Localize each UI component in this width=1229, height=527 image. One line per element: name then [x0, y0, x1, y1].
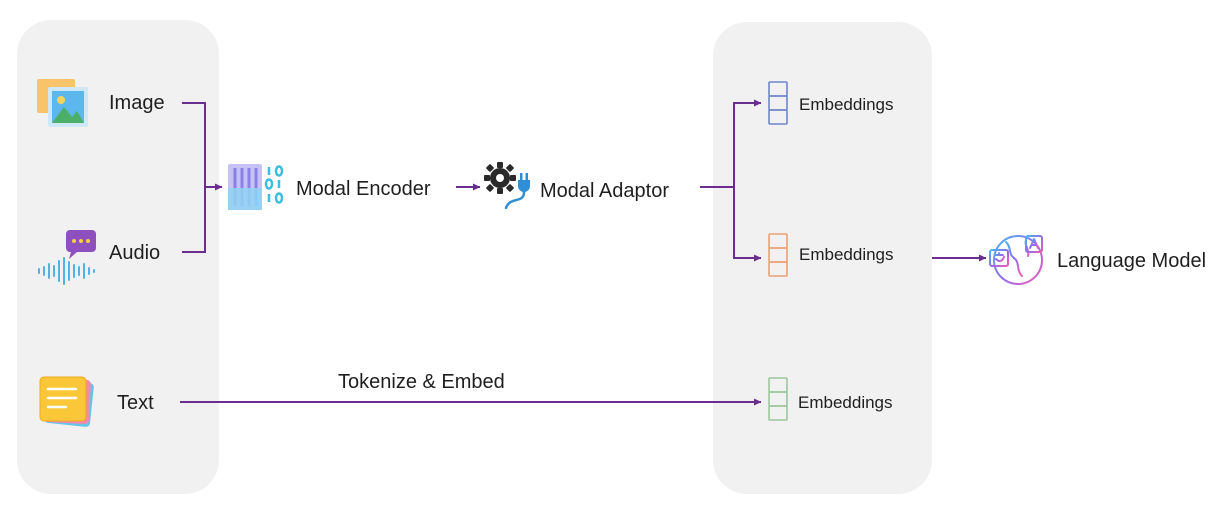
modal-encoder-label: Modal Encoder [296, 178, 431, 200]
split-to-embeddings-1-arrow [733, 99, 762, 187]
image-icon [37, 79, 88, 127]
text-label: Text [117, 392, 154, 414]
embedding-stack-icon-1 [768, 81, 788, 125]
embeddings-label-3: Embeddings [798, 393, 893, 412]
audio-label: Audio [109, 242, 161, 264]
embeddings-label-2: Embeddings [799, 245, 894, 264]
modal-adaptor-label: Modal Adaptor [540, 180, 669, 202]
encoder-icon [228, 164, 284, 210]
image-label: Image [109, 92, 165, 114]
image-to-encoder-line [182, 102, 206, 253]
tokenize-embed-label: Tokenize & Embed [338, 371, 505, 393]
translate-globe-icon [989, 235, 1043, 285]
language-model-label: Language Model [1057, 250, 1207, 272]
audio-icon [38, 230, 96, 285]
gear-plug-icon [484, 162, 530, 210]
embeddings-label-1: Embeddings [799, 95, 894, 114]
split-to-embeddings-2-arrow [733, 187, 762, 262]
embedding-stack-icon-3 [768, 377, 788, 421]
embedding-stack-icon-2 [768, 233, 788, 277]
sticky-notes-icon [39, 376, 94, 427]
